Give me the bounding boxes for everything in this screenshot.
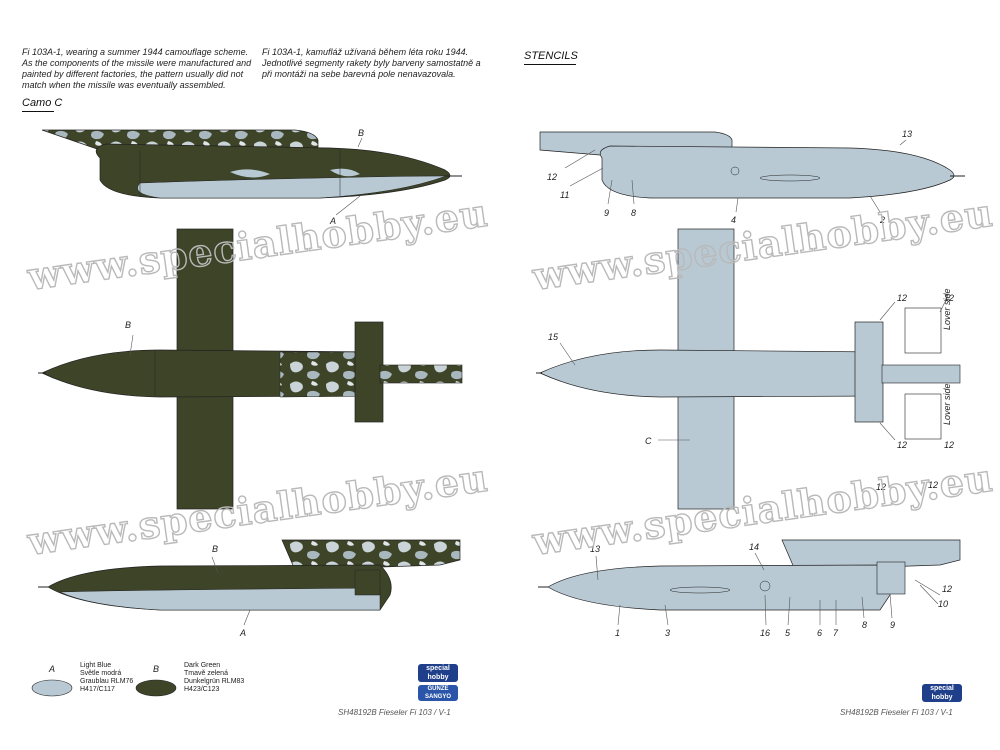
camo-bottom-label-a: A	[239, 628, 246, 638]
intro-text-english: Fi 103A-1, wearing a summer 1944 camoufl…	[22, 47, 252, 90]
stencil-12-e: 12	[944, 440, 954, 450]
stencil-9-a: 9	[604, 208, 609, 218]
footer-right: SH48192B Fieseler Fi 103 / V-1	[840, 708, 953, 717]
stencil-8-b: 8	[862, 620, 867, 630]
stencil-9-b: 9	[890, 620, 895, 630]
stencil-7: 7	[833, 628, 839, 638]
stencil-12-b: 12	[897, 293, 907, 303]
stencil-2: 2	[879, 215, 885, 225]
stencil-1: 1	[615, 628, 620, 638]
stencil-12-g: 12	[928, 480, 938, 490]
camo-top-label-b: B	[358, 128, 364, 138]
camo-side-view-top	[41, 129, 462, 216]
stencil-11: 11	[560, 190, 569, 200]
legend-letter-b: B	[153, 664, 159, 674]
stencil-plan-view	[536, 228, 961, 510]
stencil-15: 15	[548, 332, 559, 342]
legend-letter-a: A	[48, 664, 55, 674]
stencil-12-a: 12	[547, 172, 557, 182]
stencil-6: 6	[817, 628, 822, 638]
camo-plan-view	[38, 228, 463, 510]
legend-b-text: Dark Green Tmavě zelená Dunkelgrün RLM83…	[184, 662, 245, 693]
stencil-side-view-bottom	[538, 539, 961, 626]
footer-left: SH48192B Fieseler Fi 103 / V-1	[338, 708, 451, 717]
camo-header: Camo C	[22, 97, 63, 109]
stencil-13-b: 13	[590, 544, 600, 554]
stencil-3: 3	[665, 628, 670, 638]
stencils-header-underline	[524, 64, 576, 65]
camo-bottom-label-b: B	[212, 544, 218, 554]
gunze-logo: GUNZE SANGYO	[418, 685, 458, 701]
camo-header-underline	[22, 111, 54, 112]
lower-side-label-bottom: Lover side	[942, 383, 952, 425]
stencil-12-d: 12	[897, 440, 907, 450]
legend-swatch-dark-green	[135, 679, 177, 697]
stencil-10: 10	[938, 599, 948, 609]
watermark-left-top: www.specialhobby.eu	[24, 190, 491, 299]
stencil-12-c: 12	[944, 293, 954, 303]
lower-side-label-top: Lover side	[942, 288, 952, 330]
intro-text-czech: Fi 103A-1, kamufláž užívaná během léta r…	[262, 47, 481, 79]
stencil-8-a: 8	[631, 208, 636, 218]
stencil-16: 16	[760, 628, 770, 638]
stencils-header: STENCILS	[524, 50, 578, 62]
stencil-4: 4	[731, 215, 736, 225]
stencil-13-a: 13	[902, 129, 912, 139]
stencil-5: 5	[785, 628, 791, 638]
watermark-right-top: www.specialhobby.eu	[529, 190, 996, 299]
stencil-side-view-top	[539, 131, 965, 213]
stencil-12-f: 12	[876, 482, 886, 492]
camo-top-label-a: A	[329, 216, 336, 226]
special-hobby-logo-left: special hobby	[418, 664, 458, 682]
camo-side-view-bottom	[38, 539, 461, 626]
stencil-14: 14	[749, 542, 759, 552]
stencil-12-h: 12	[942, 584, 952, 594]
special-hobby-logo-right: special hobby	[922, 684, 962, 702]
camo-plan-label-b: B	[125, 320, 131, 330]
legend-a-text: Light Blue Světle modrá Graublau RLM76 H…	[80, 662, 134, 693]
stencil-plan-label-c: C	[645, 436, 652, 446]
legend-swatch-light-blue	[31, 679, 73, 697]
